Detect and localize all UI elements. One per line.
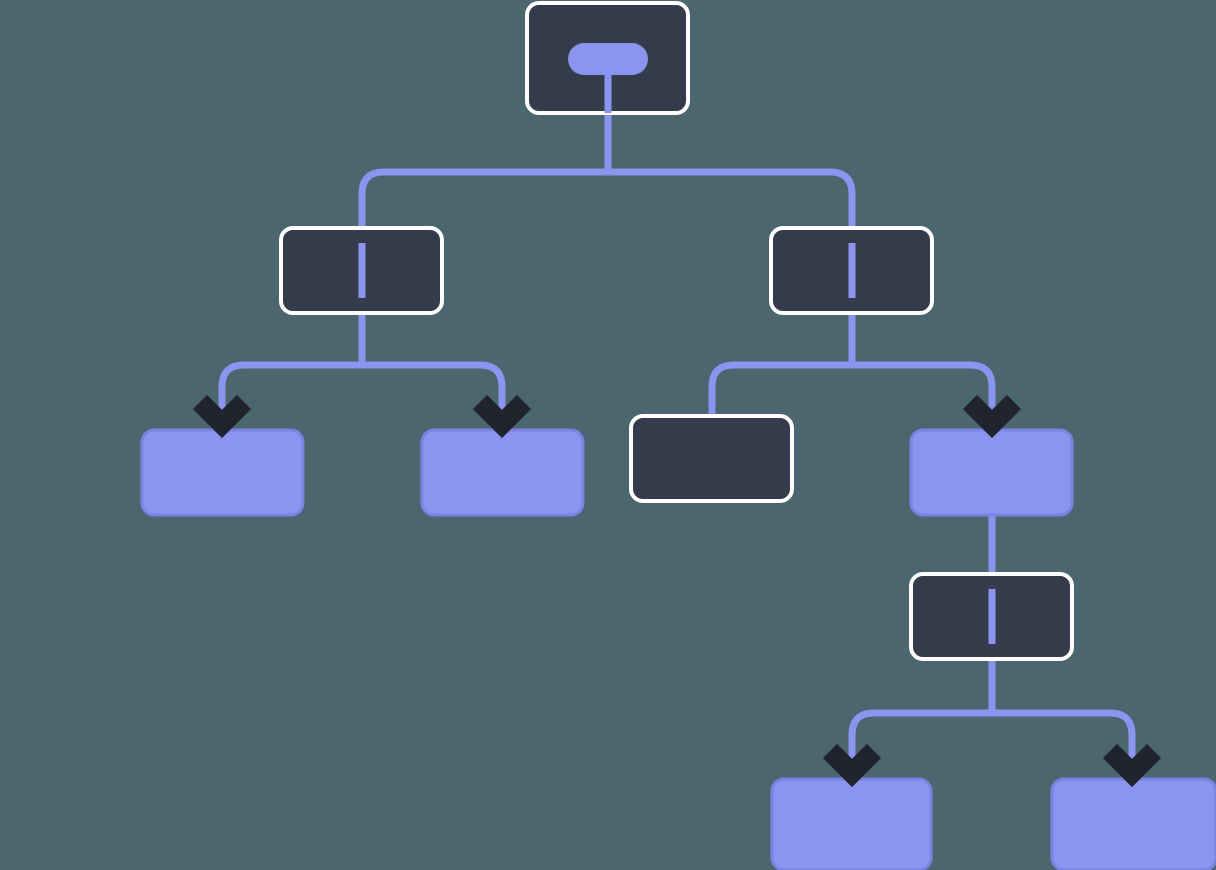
edge-root-to-level1-right [604, 113, 856, 228]
arrows-layer [192, 394, 1162, 788]
root-node[interactable] [525, 1, 690, 115]
edge-level3-to-leaf4 [848, 659, 996, 779]
leaf-node-4-rect [770, 777, 933, 870]
edge-level1-left-to-leaf2 [358, 313, 506, 430]
arrowhead-leaf3 [962, 394, 1022, 439]
edge-level1-right-to-leaf3 [848, 313, 996, 430]
leaf-node-3-rect [909, 428, 1074, 517]
level2-dark-node-rect [629, 414, 794, 503]
leaf-node-2[interactable] [420, 428, 585, 517]
leaf-node-5-rect [1050, 777, 1216, 870]
edges-layer [218, 113, 1136, 779]
level2-dark-node[interactable] [629, 414, 794, 503]
leaf-node-1-rect [140, 428, 305, 517]
leaf-node-2-rect [420, 428, 585, 517]
arrowhead-leaf5 [1102, 743, 1162, 788]
leaf-node-3[interactable] [909, 428, 1074, 517]
level1-right-node[interactable] [769, 226, 934, 315]
edge-level1-right-to-dark-node [708, 313, 856, 416]
nodes-layer [140, 1, 1216, 870]
edge-root-to-level1-left [358, 113, 612, 228]
leaf-node-5[interactable] [1050, 777, 1216, 870]
leaf-node-4[interactable] [770, 777, 933, 870]
level1-left-node[interactable] [279, 226, 444, 315]
root-node-pill [568, 43, 648, 75]
edge-level3-to-leaf5 [988, 659, 1136, 779]
arrowhead-leaf4 [822, 743, 882, 788]
arrowhead-leaf1 [192, 394, 252, 439]
level3-dark-node[interactable] [909, 572, 1074, 661]
edge-level1-left-to-leaf1 [218, 313, 366, 430]
arrowhead-leaf2 [472, 394, 532, 439]
leaf-node-1[interactable] [140, 428, 305, 517]
